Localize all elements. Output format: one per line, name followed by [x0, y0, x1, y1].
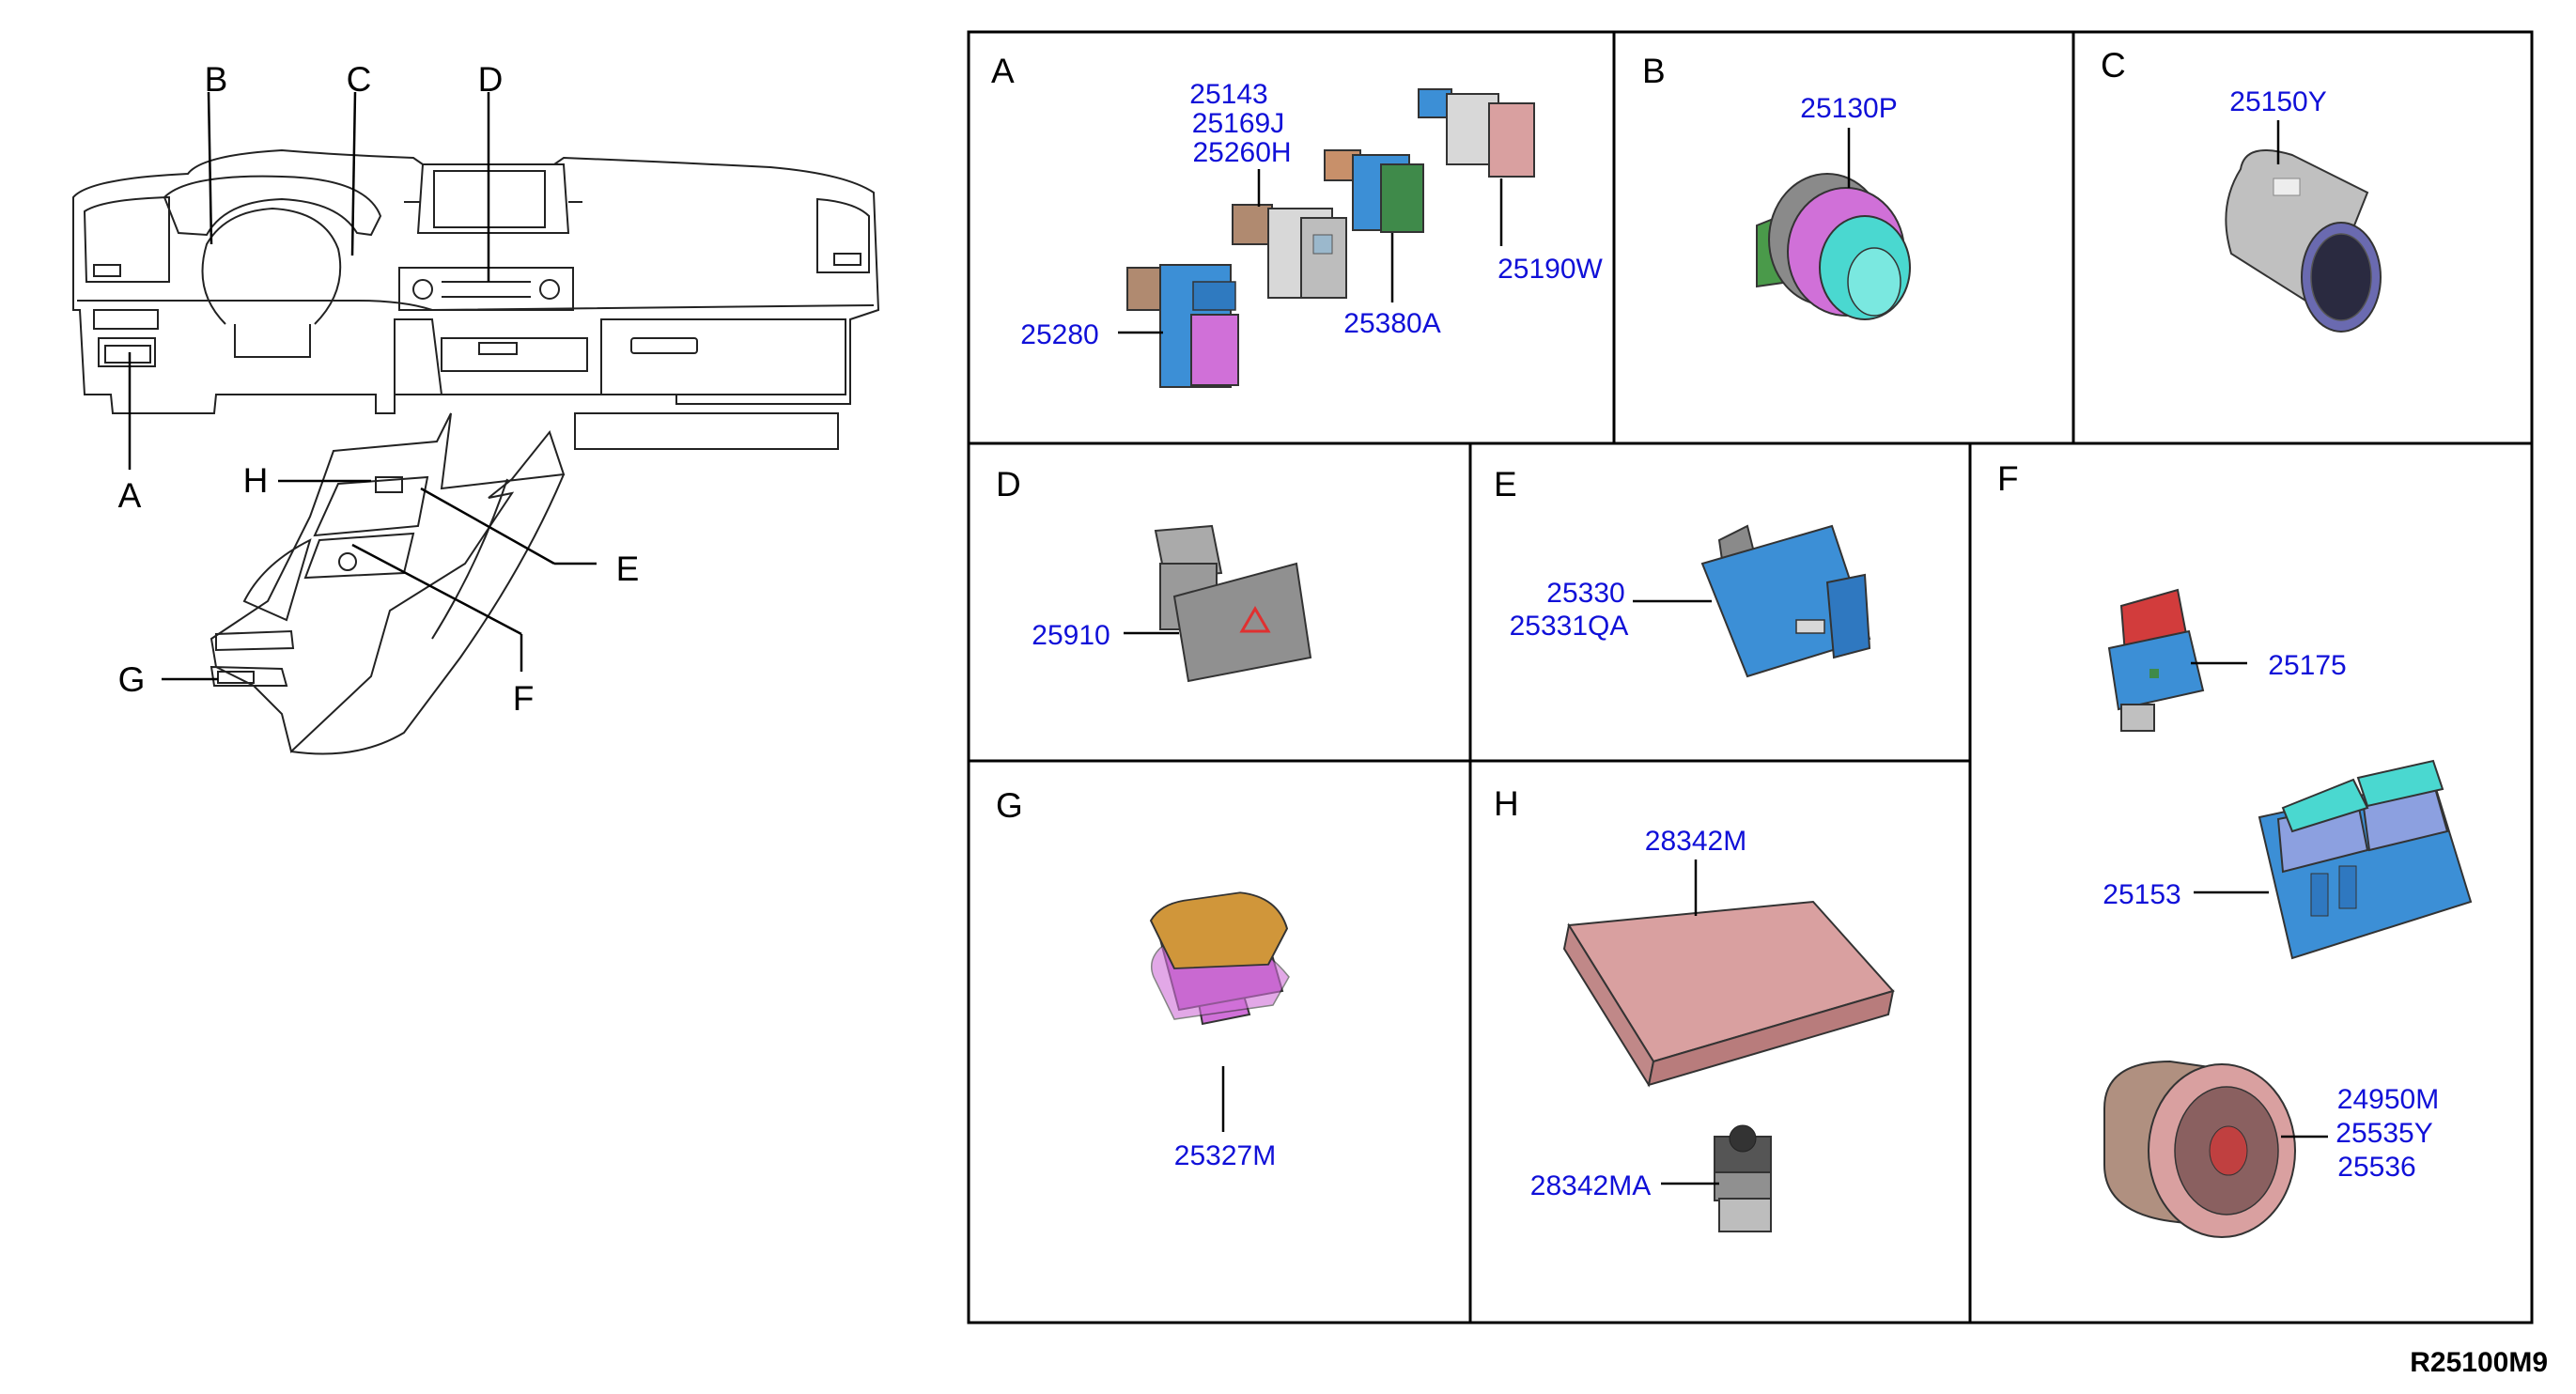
- panel-g: G 25327M: [996, 786, 1290, 1171]
- switch-25327m: [1149, 891, 1290, 1026]
- part-number-25143: 25143: [1189, 79, 1267, 110]
- overview-label-f: F: [513, 679, 535, 718]
- panel-h: H 28342M 28342MA: [1494, 784, 1895, 1232]
- part-number-25169j: 25169J: [1192, 108, 1284, 139]
- panel-c-label: C: [2101, 46, 2126, 85]
- panel-b: B 25130P: [1642, 52, 1911, 320]
- overview-label-e: E: [616, 550, 640, 588]
- start-stop-button-25150y: [2225, 149, 2382, 333]
- panel-a-label: A: [991, 52, 1015, 90]
- panel-d-label: D: [996, 465, 1021, 503]
- panel-grid: [967, 30, 2534, 1324]
- part-number-25150y: 25150Y: [2229, 86, 2326, 117]
- dashboard-overview-drawing: [72, 148, 880, 755]
- part-number-28342ma: 28342MA: [1530, 1170, 1651, 1201]
- part-number-24950m: 24950M: [2337, 1084, 2439, 1115]
- overview-label-b: B: [205, 60, 228, 99]
- switch-25175: [2107, 588, 2205, 732]
- part-number-25331qa: 25331QA: [1510, 611, 1629, 642]
- panel-d: D 25910: [996, 465, 1312, 683]
- rotary-dial-24950m: [2103, 1060, 2296, 1238]
- panel-b-label: B: [1642, 52, 1666, 90]
- part-number-25536: 25536: [2337, 1152, 2415, 1183]
- panel-e: E 25330 25331QA: [1494, 465, 1871, 678]
- part-number-25910: 25910: [1032, 620, 1110, 651]
- ignition-switch-25130p: [1756, 173, 1911, 320]
- panel-c: C 25150Y: [2101, 46, 2382, 333]
- part-number-25327m: 25327M: [1174, 1140, 1276, 1171]
- part-number-25260h: 25260H: [1192, 137, 1291, 168]
- switch-25190w: [1418, 88, 1535, 178]
- switch-25153: [2258, 759, 2473, 960]
- switch-25280: [1126, 264, 1239, 388]
- panel-f-label: F: [1997, 459, 2019, 498]
- reference-id: R25100M9: [2410, 1347, 2548, 1378]
- part-number-25280: 25280: [1020, 319, 1098, 350]
- panel-a: A 25143 25169J: [991, 52, 1604, 388]
- part-number-25380a: 25380A: [1343, 308, 1440, 339]
- part-number-25130p: 25130P: [1800, 93, 1897, 124]
- overview-label-g: G: [118, 660, 146, 699]
- part-number-25535y: 25535Y: [2335, 1118, 2432, 1149]
- switch-25143: [1232, 204, 1347, 299]
- panel-e-label: E: [1494, 465, 1517, 503]
- overview-label-a: A: [118, 476, 142, 515]
- part-number-25153: 25153: [2103, 879, 2180, 910]
- overview-leader-lines: [128, 91, 597, 681]
- sensor-28342ma: [1714, 1124, 1772, 1232]
- overview-label-h: H: [243, 461, 269, 500]
- part-number-25190w: 25190W: [1497, 254, 1603, 285]
- overview-label-c: C: [347, 60, 372, 99]
- part-number-28342m: 28342M: [1645, 826, 1746, 857]
- panel-g-label: G: [996, 786, 1023, 825]
- module-28342m: [1562, 900, 1895, 1088]
- panel-h-label: H: [1494, 784, 1519, 823]
- overview-label-d: D: [478, 60, 504, 99]
- part-number-25175: 25175: [2268, 650, 2346, 681]
- switch-25380a: [1324, 149, 1424, 233]
- part-number-25330: 25330: [1546, 578, 1624, 609]
- hazard-switch-25910: [1154, 524, 1312, 683]
- panel-f: F 25175 25153 24950M: [1997, 459, 2473, 1238]
- usb-port-25330: [1700, 524, 1871, 678]
